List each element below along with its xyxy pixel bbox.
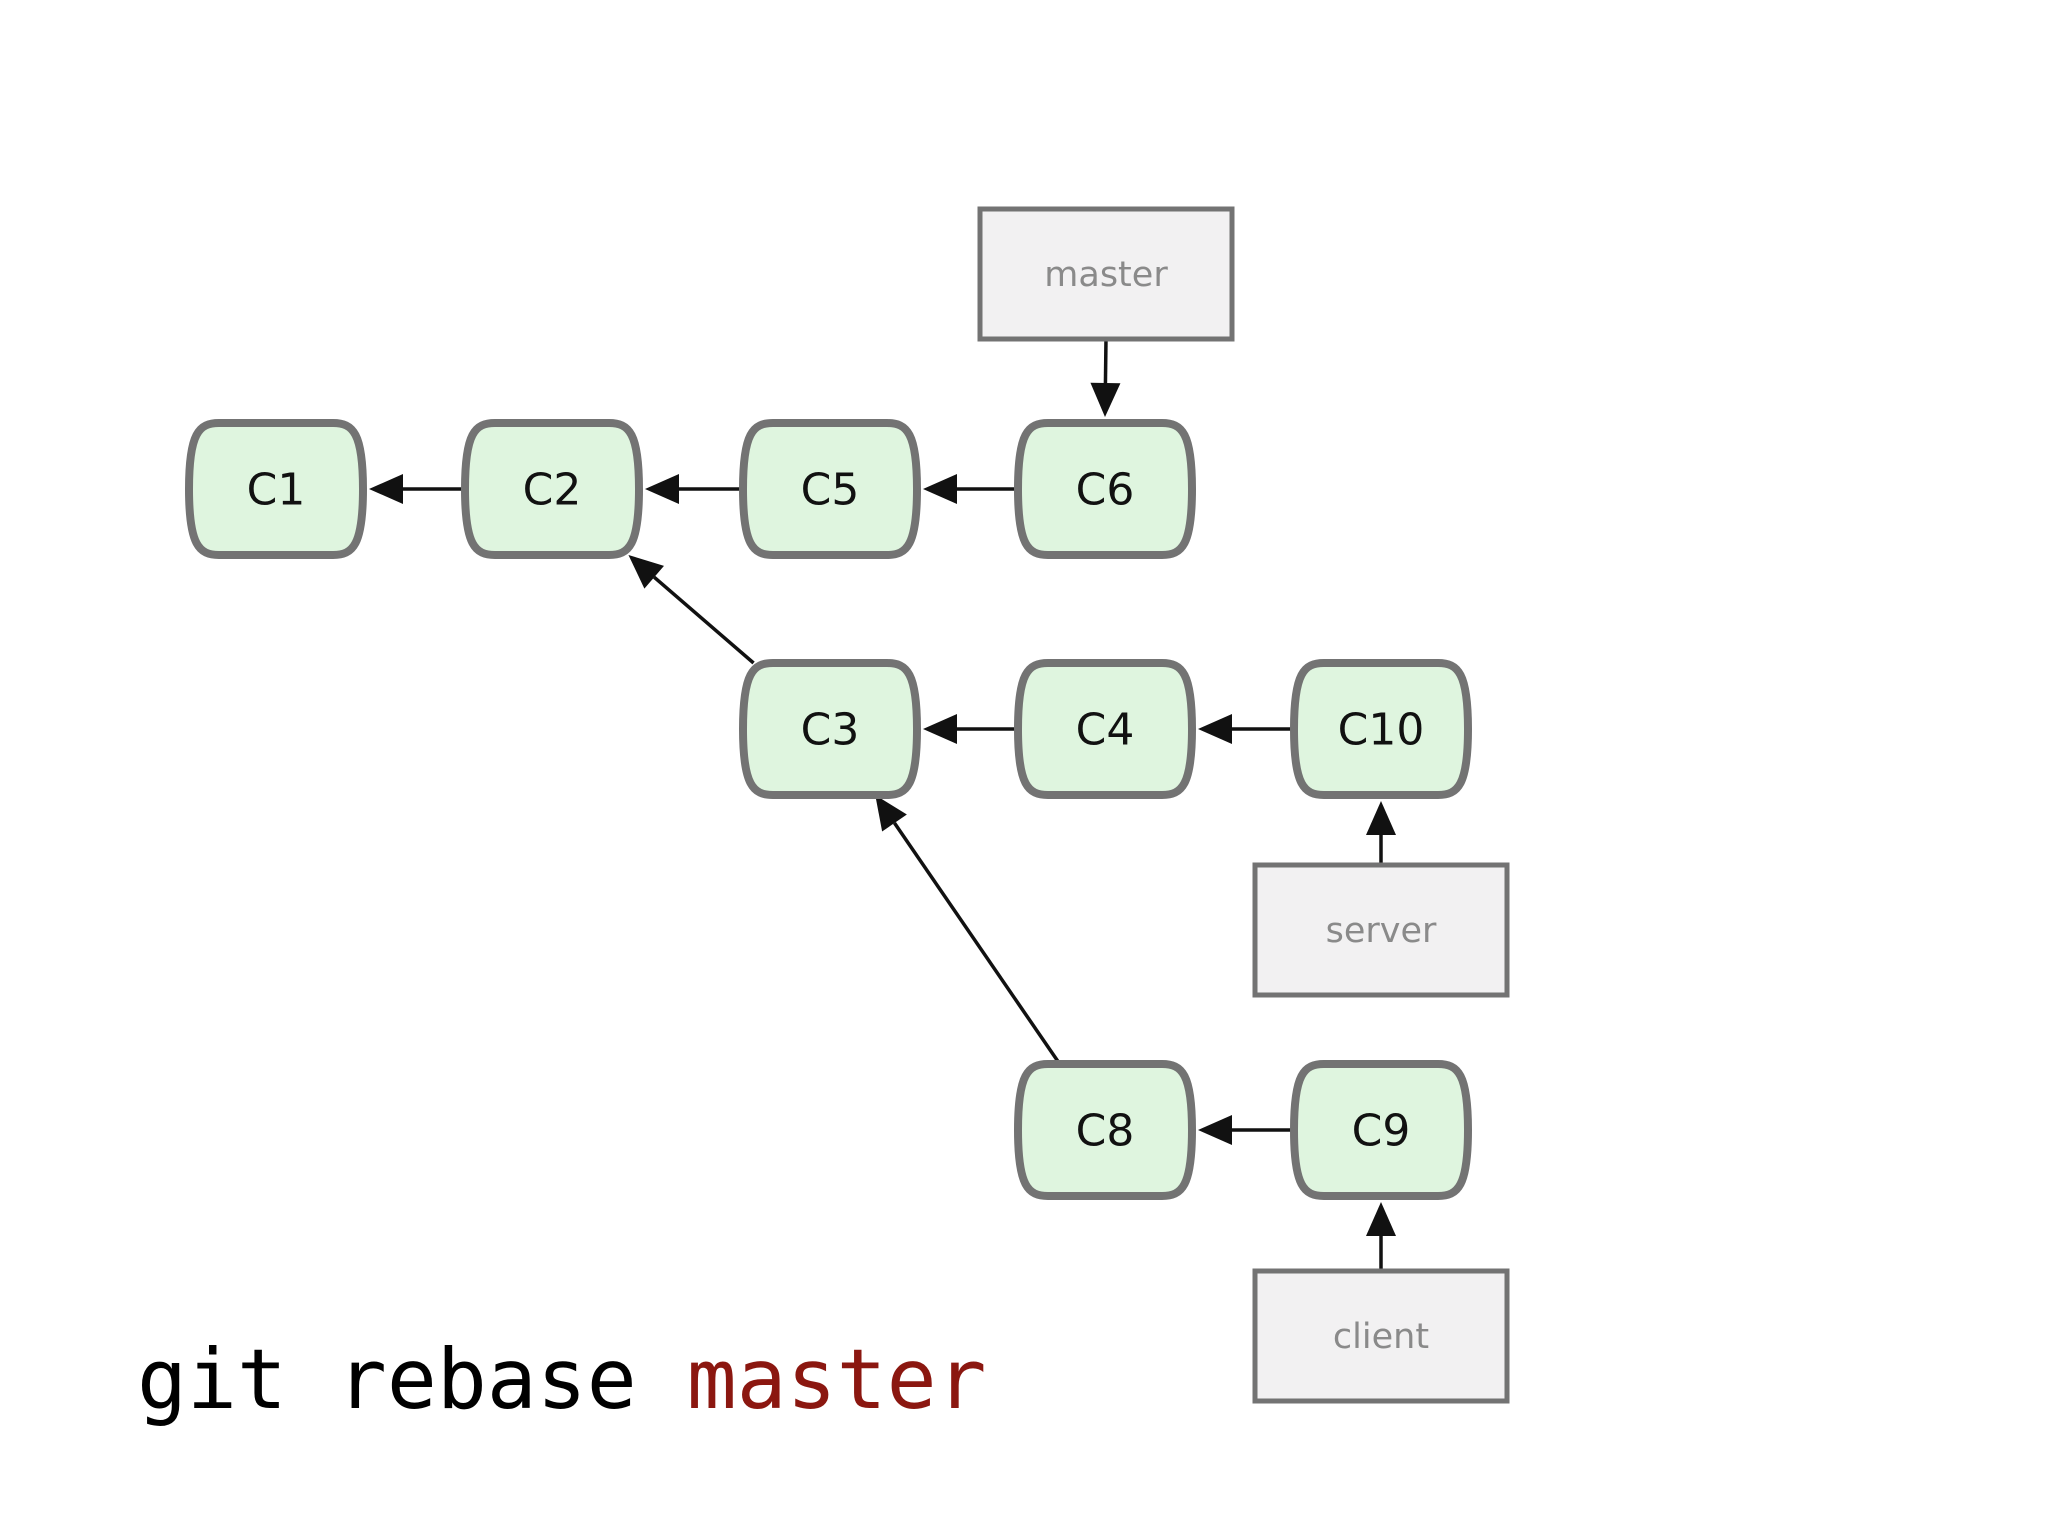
branch-label: client: [1333, 1317, 1429, 1357]
edge-line: [893, 822, 1062, 1065]
command-line: git rebase master: [137, 1338, 987, 1421]
branch-box: [977, 206, 1235, 342]
edge-c4-to-c3: [923, 714, 1018, 744]
arrowhead-icon: [923, 714, 957, 744]
commit-c5: C5: [738, 419, 922, 559]
commit-label: C6: [1076, 465, 1135, 516]
branch-pointer-master: [1090, 338, 1121, 417]
branches-layer: master server client: [977, 206, 1510, 1404]
arrowhead-icon: [923, 474, 957, 504]
branch-box: [1252, 862, 1510, 998]
arrowhead-icon: [875, 795, 907, 832]
branch-pointer-line: [1103, 338, 1108, 384]
arrowhead-icon: [369, 474, 403, 504]
commit-c9: C9: [1289, 1060, 1473, 1200]
edges-layer: [369, 338, 1396, 1271]
commit-c6: C6: [1013, 419, 1197, 559]
arrowhead-icon: [1366, 801, 1396, 835]
commit-node: [1013, 1060, 1197, 1200]
commit-label: C2: [523, 465, 582, 516]
commit-c10: C10: [1289, 659, 1473, 799]
edge-c6-to-c5: [923, 474, 1018, 504]
commit-label: C5: [801, 465, 860, 516]
commit-c3: C3: [738, 659, 922, 799]
commit-label: C1: [247, 465, 306, 516]
commit-node: [1013, 419, 1197, 559]
commit-node: [1013, 659, 1197, 799]
commit-label: C3: [801, 705, 860, 756]
edge-c3-to-c2: [628, 555, 755, 665]
commit-label: C10: [1338, 705, 1425, 756]
command-argument: master: [686, 1331, 987, 1428]
commit-c8: C8: [1013, 1060, 1197, 1200]
branch-label: master: [1044, 255, 1168, 295]
edge-c8-to-c3: [875, 795, 1062, 1065]
commit-label: C8: [1076, 1106, 1135, 1157]
commit-node: [184, 419, 368, 559]
edge-c2-to-c1: [369, 474, 465, 504]
branch-master: master: [977, 206, 1235, 342]
commit-node: [1289, 659, 1473, 799]
edge-c5-to-c2: [645, 474, 743, 504]
arrowhead-icon: [1366, 1202, 1396, 1236]
commit-label: C9: [1352, 1106, 1411, 1157]
branch-pointer-client: [1366, 1202, 1396, 1271]
branch-pointer-server: [1366, 801, 1396, 865]
edge-c10-to-c4: [1198, 714, 1294, 744]
branch-box: [1252, 1268, 1510, 1404]
commit-node: [738, 419, 922, 559]
arrowhead-icon: [1198, 714, 1232, 744]
arrowhead-icon: [628, 555, 664, 589]
arrowhead-icon: [645, 474, 679, 504]
edge-c9-to-c8: [1198, 1115, 1294, 1145]
arrowhead-icon: [1198, 1115, 1232, 1145]
command-base: git rebase: [137, 1331, 687, 1428]
commit-node: [1289, 1060, 1473, 1200]
edge-line: [653, 575, 755, 665]
commit-label: C4: [1076, 705, 1135, 756]
commit-c2: C2: [460, 419, 644, 559]
branch-label: server: [1326, 911, 1437, 951]
commit-c4: C4: [1013, 659, 1197, 799]
commit-node: [460, 419, 644, 559]
commit-c1: C1: [184, 419, 368, 559]
branch-client: client: [1252, 1268, 1510, 1404]
arrowhead-icon: [1090, 382, 1121, 417]
branch-server: server: [1252, 862, 1510, 998]
commit-node: [738, 659, 922, 799]
